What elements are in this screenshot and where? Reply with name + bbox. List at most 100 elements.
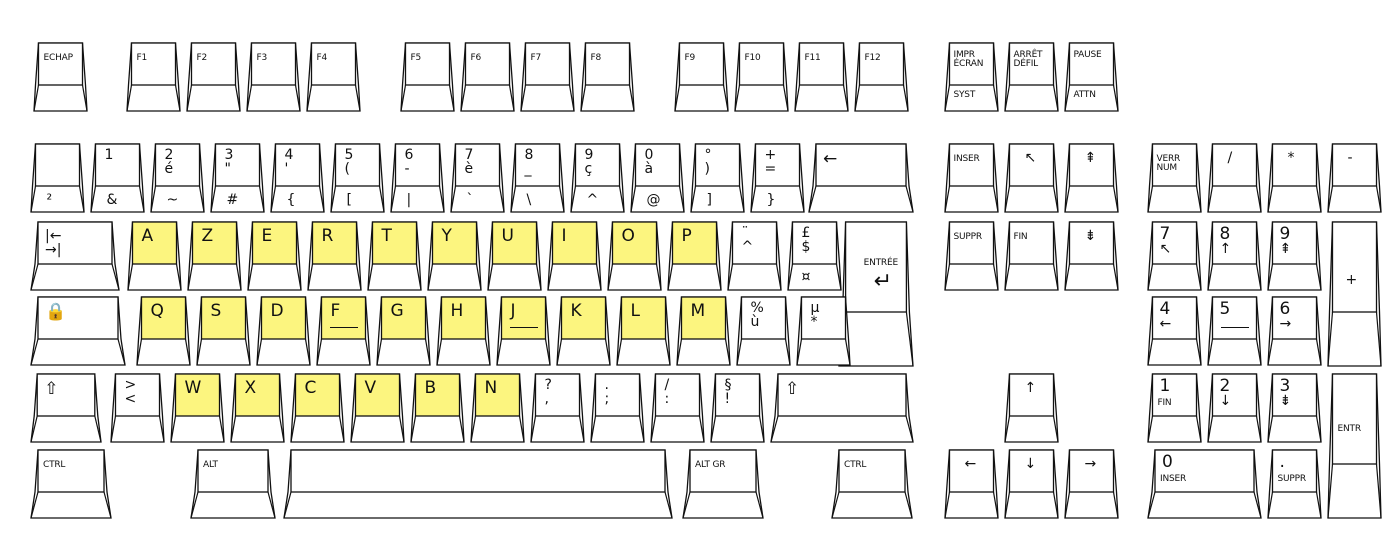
key-tab[interactable]: |← →| — [30, 221, 120, 291]
key-f1[interactable]: F1 — [126, 42, 181, 112]
key-j[interactable]: J — [496, 296, 551, 366]
key-kp3[interactable]: 3⇟ — [1267, 373, 1322, 443]
key-f6[interactable]: F6 — [460, 42, 515, 112]
key-f12[interactable]: F12 — [854, 42, 909, 112]
key-y[interactable]: Y — [427, 221, 482, 291]
key-backspace[interactable]: ← — [808, 143, 914, 213]
key-g[interactable]: G — [376, 296, 431, 366]
key-kp5[interactable]: 5 — [1207, 296, 1262, 366]
key-kdeg[interactable]: °)] — [690, 143, 745, 213]
key-i[interactable]: I — [547, 221, 602, 291]
key-v[interactable]: V — [350, 373, 405, 443]
key-rshift[interactable]: ⇧ — [770, 373, 914, 443]
key-f4[interactable]: F4 — [306, 42, 361, 112]
key-z[interactable]: Z — [187, 221, 242, 291]
key-k[interactable]: K — [556, 296, 611, 366]
key-dollar[interactable]: £$¤ — [787, 221, 842, 291]
key-d[interactable]: D — [256, 296, 311, 366]
key-l[interactable]: L — [616, 296, 671, 366]
key-lt[interactable]: >< — [110, 373, 165, 443]
key-numlock[interactable]: VERR NUM — [1147, 143, 1202, 213]
key-kp2[interactable]: 2↓ — [1207, 373, 1262, 443]
key-semicolon[interactable]: .; — [590, 373, 645, 443]
key-f9[interactable]: F9 — [674, 42, 729, 112]
key-h[interactable]: H — [436, 296, 491, 366]
key-pgup[interactable]: ⇞ — [1064, 143, 1119, 213]
key-t[interactable]: T — [367, 221, 422, 291]
key-a[interactable]: A — [127, 221, 182, 291]
key-s[interactable]: S — [196, 296, 251, 366]
key-inser[interactable]: INSER — [944, 143, 999, 213]
key-e[interactable]: E — [247, 221, 302, 291]
key-up[interactable]: ↑ — [1004, 373, 1059, 443]
key-r[interactable]: R — [307, 221, 362, 291]
key-x[interactable]: X — [230, 373, 285, 443]
key-kpdiv[interactable]: / — [1207, 143, 1262, 213]
key-m[interactable]: M — [676, 296, 731, 366]
key-q[interactable]: Q — [136, 296, 191, 366]
key-k5[interactable]: 5([ — [330, 143, 385, 213]
key-arret[interactable]: ARRÊT DÉFIL — [1004, 42, 1059, 112]
key-kp4[interactable]: 4← — [1147, 296, 1202, 366]
key-f[interactable]: F — [316, 296, 371, 366]
key-f10[interactable]: F10 — [734, 42, 789, 112]
key-kplus[interactable]: +=} — [750, 143, 805, 213]
key-comma[interactable]: ?, — [530, 373, 585, 443]
key-fin[interactable]: FIN — [1004, 221, 1059, 291]
key-excl[interactable]: §! — [710, 373, 765, 443]
key-rctrl[interactable]: CTRL — [831, 449, 913, 519]
key-suppr[interactable]: SUPPR — [944, 221, 999, 291]
key-k3[interactable]: 3"# — [210, 143, 265, 213]
key-p[interactable]: P — [667, 221, 722, 291]
key-lshift[interactable]: ⇧ — [30, 373, 102, 443]
key-f8[interactable]: F8 — [580, 42, 635, 112]
key-left[interactable]: ← — [944, 449, 999, 519]
key-alt[interactable]: ALT — [190, 449, 276, 519]
key-mu[interactable]: µ* — [796, 296, 851, 366]
key-kpmul[interactable]: * — [1267, 143, 1322, 213]
key-f2[interactable]: F2 — [186, 42, 241, 112]
key-home[interactable]: ↖ — [1004, 143, 1059, 213]
key-pgdn[interactable]: ⇟ — [1064, 221, 1119, 291]
key-kp8[interactable]: 8↑ — [1207, 221, 1262, 291]
key-f5[interactable]: F5 — [400, 42, 455, 112]
key-entree[interactable]: ENTRÉE↵ — [838, 221, 914, 367]
key-kpplus[interactable]: + — [1327, 221, 1382, 367]
key-kpdot[interactable]: .SUPPR — [1267, 449, 1322, 519]
key-ugrave[interactable]: %ù — [736, 296, 791, 366]
key-down[interactable]: ↓ — [1004, 449, 1059, 519]
key-k6[interactable]: 6-| — [390, 143, 445, 213]
key-caps[interactable]: 🔒 — [30, 296, 126, 366]
key-f7[interactable]: F7 — [520, 42, 575, 112]
key-f3[interactable]: F3 — [246, 42, 301, 112]
key-lctrl[interactable]: CTRL — [30, 449, 112, 519]
key-kp9[interactable]: 9⇞ — [1267, 221, 1322, 291]
key-altgr[interactable]: ALT GR — [682, 449, 764, 519]
key-f11[interactable]: F11 — [794, 42, 849, 112]
key-o[interactable]: O — [607, 221, 662, 291]
key-k4[interactable]: 4'{ — [270, 143, 325, 213]
key-b[interactable]: B — [410, 373, 465, 443]
key-circ[interactable]: ¨^ — [727, 221, 782, 291]
key-k1[interactable]: 1& — [90, 143, 145, 213]
key-kpminus[interactable]: - — [1327, 143, 1382, 213]
key-space[interactable] — [283, 449, 673, 519]
key-w[interactable]: W — [170, 373, 225, 443]
key-kp6[interactable]: 6→ — [1267, 296, 1322, 366]
key-sup2[interactable]: ² — [30, 143, 85, 213]
key-c[interactable]: C — [290, 373, 345, 443]
key-echap[interactable]: ECHAP — [33, 42, 88, 112]
key-kpentr[interactable]: ENTR — [1327, 373, 1382, 519]
key-n[interactable]: N — [470, 373, 525, 443]
key-colon[interactable]: /: — [650, 373, 705, 443]
key-k8[interactable]: 8_\ — [510, 143, 565, 213]
key-u[interactable]: U — [487, 221, 542, 291]
